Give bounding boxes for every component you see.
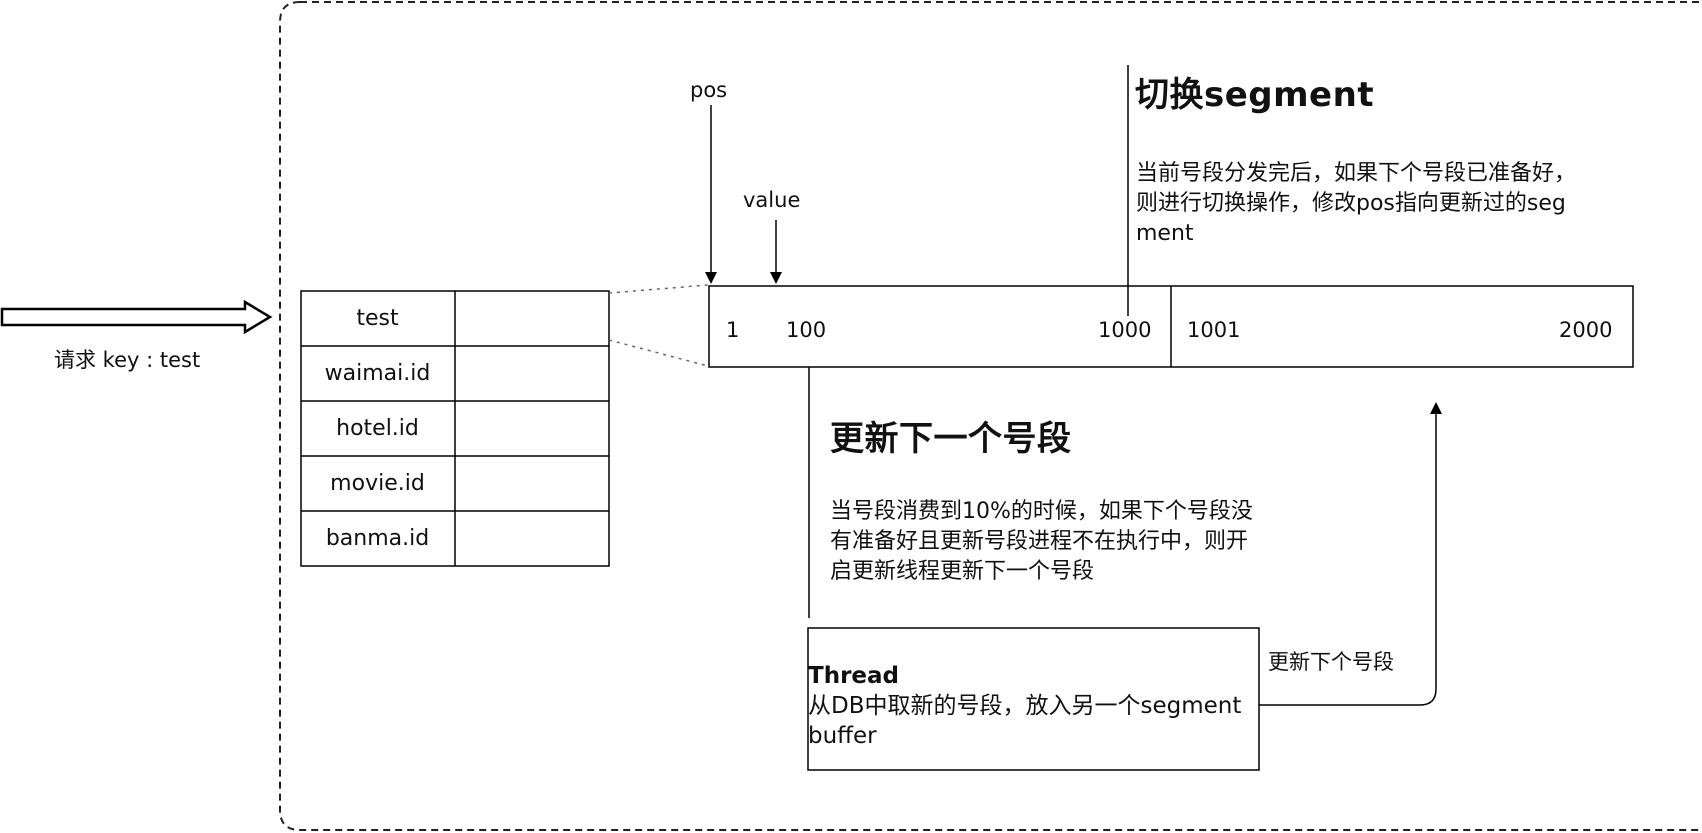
segment1-start: 1 [726,318,740,342]
thread-description: 从DB中取新的号段，放入另一个segment buffer [808,693,1242,749]
thread-box: Thread 从DB中取新的号段，放入另一个segment buffer [808,661,1258,751]
connector-top [608,284,709,294]
segment1-end: 1000 [1098,318,1152,342]
value-cell-hotel [455,401,608,456]
thread-title: Thread [808,663,899,689]
pos-label: pos [690,78,728,102]
update-segment-title: 更新下一个号段 [830,419,1072,459]
key-cell-waimai: waimai.id [324,361,431,386]
update-next-segment-label: 更新下个号段 [1268,650,1394,674]
key-map-table [300,290,610,567]
request-label: 请求 key : test [54,348,201,372]
key-cell-test: test [356,306,399,331]
value-cell-waimai [455,346,608,401]
key-cell-movie: movie.id [330,471,425,496]
value-cell-test [455,291,608,346]
value-label: value [743,188,801,212]
request-arrow [0,299,273,335]
connector-bottom [608,339,709,367]
key-cell-banma: banma.id [325,526,430,551]
update-segment-description: 当号段消费到10%的时候，如果下个号段没有准备好且更新号段进程不在执行中，则开启… [830,499,1253,584]
value-cell-movie [455,456,608,511]
key-cell-hotel: hotel.id [336,416,419,441]
segment-buffer-box [708,285,1634,368]
value-cell-banma [455,511,608,566]
segment1-current: 100 [786,318,827,342]
segment2-start: 1001 [1187,318,1241,342]
update-next-segment-arrow [1259,402,1442,706]
switch-segment-title: 切换segment [1135,75,1375,115]
thread-box-border [807,627,1260,771]
segment2-end: 2000 [1559,318,1613,342]
switch-segment-description: 当前号段分发完后，如果下个号段已准备好，则进行切换操作，修改pos指向更新过的s… [1136,161,1577,246]
service-container-border [279,1,1702,831]
